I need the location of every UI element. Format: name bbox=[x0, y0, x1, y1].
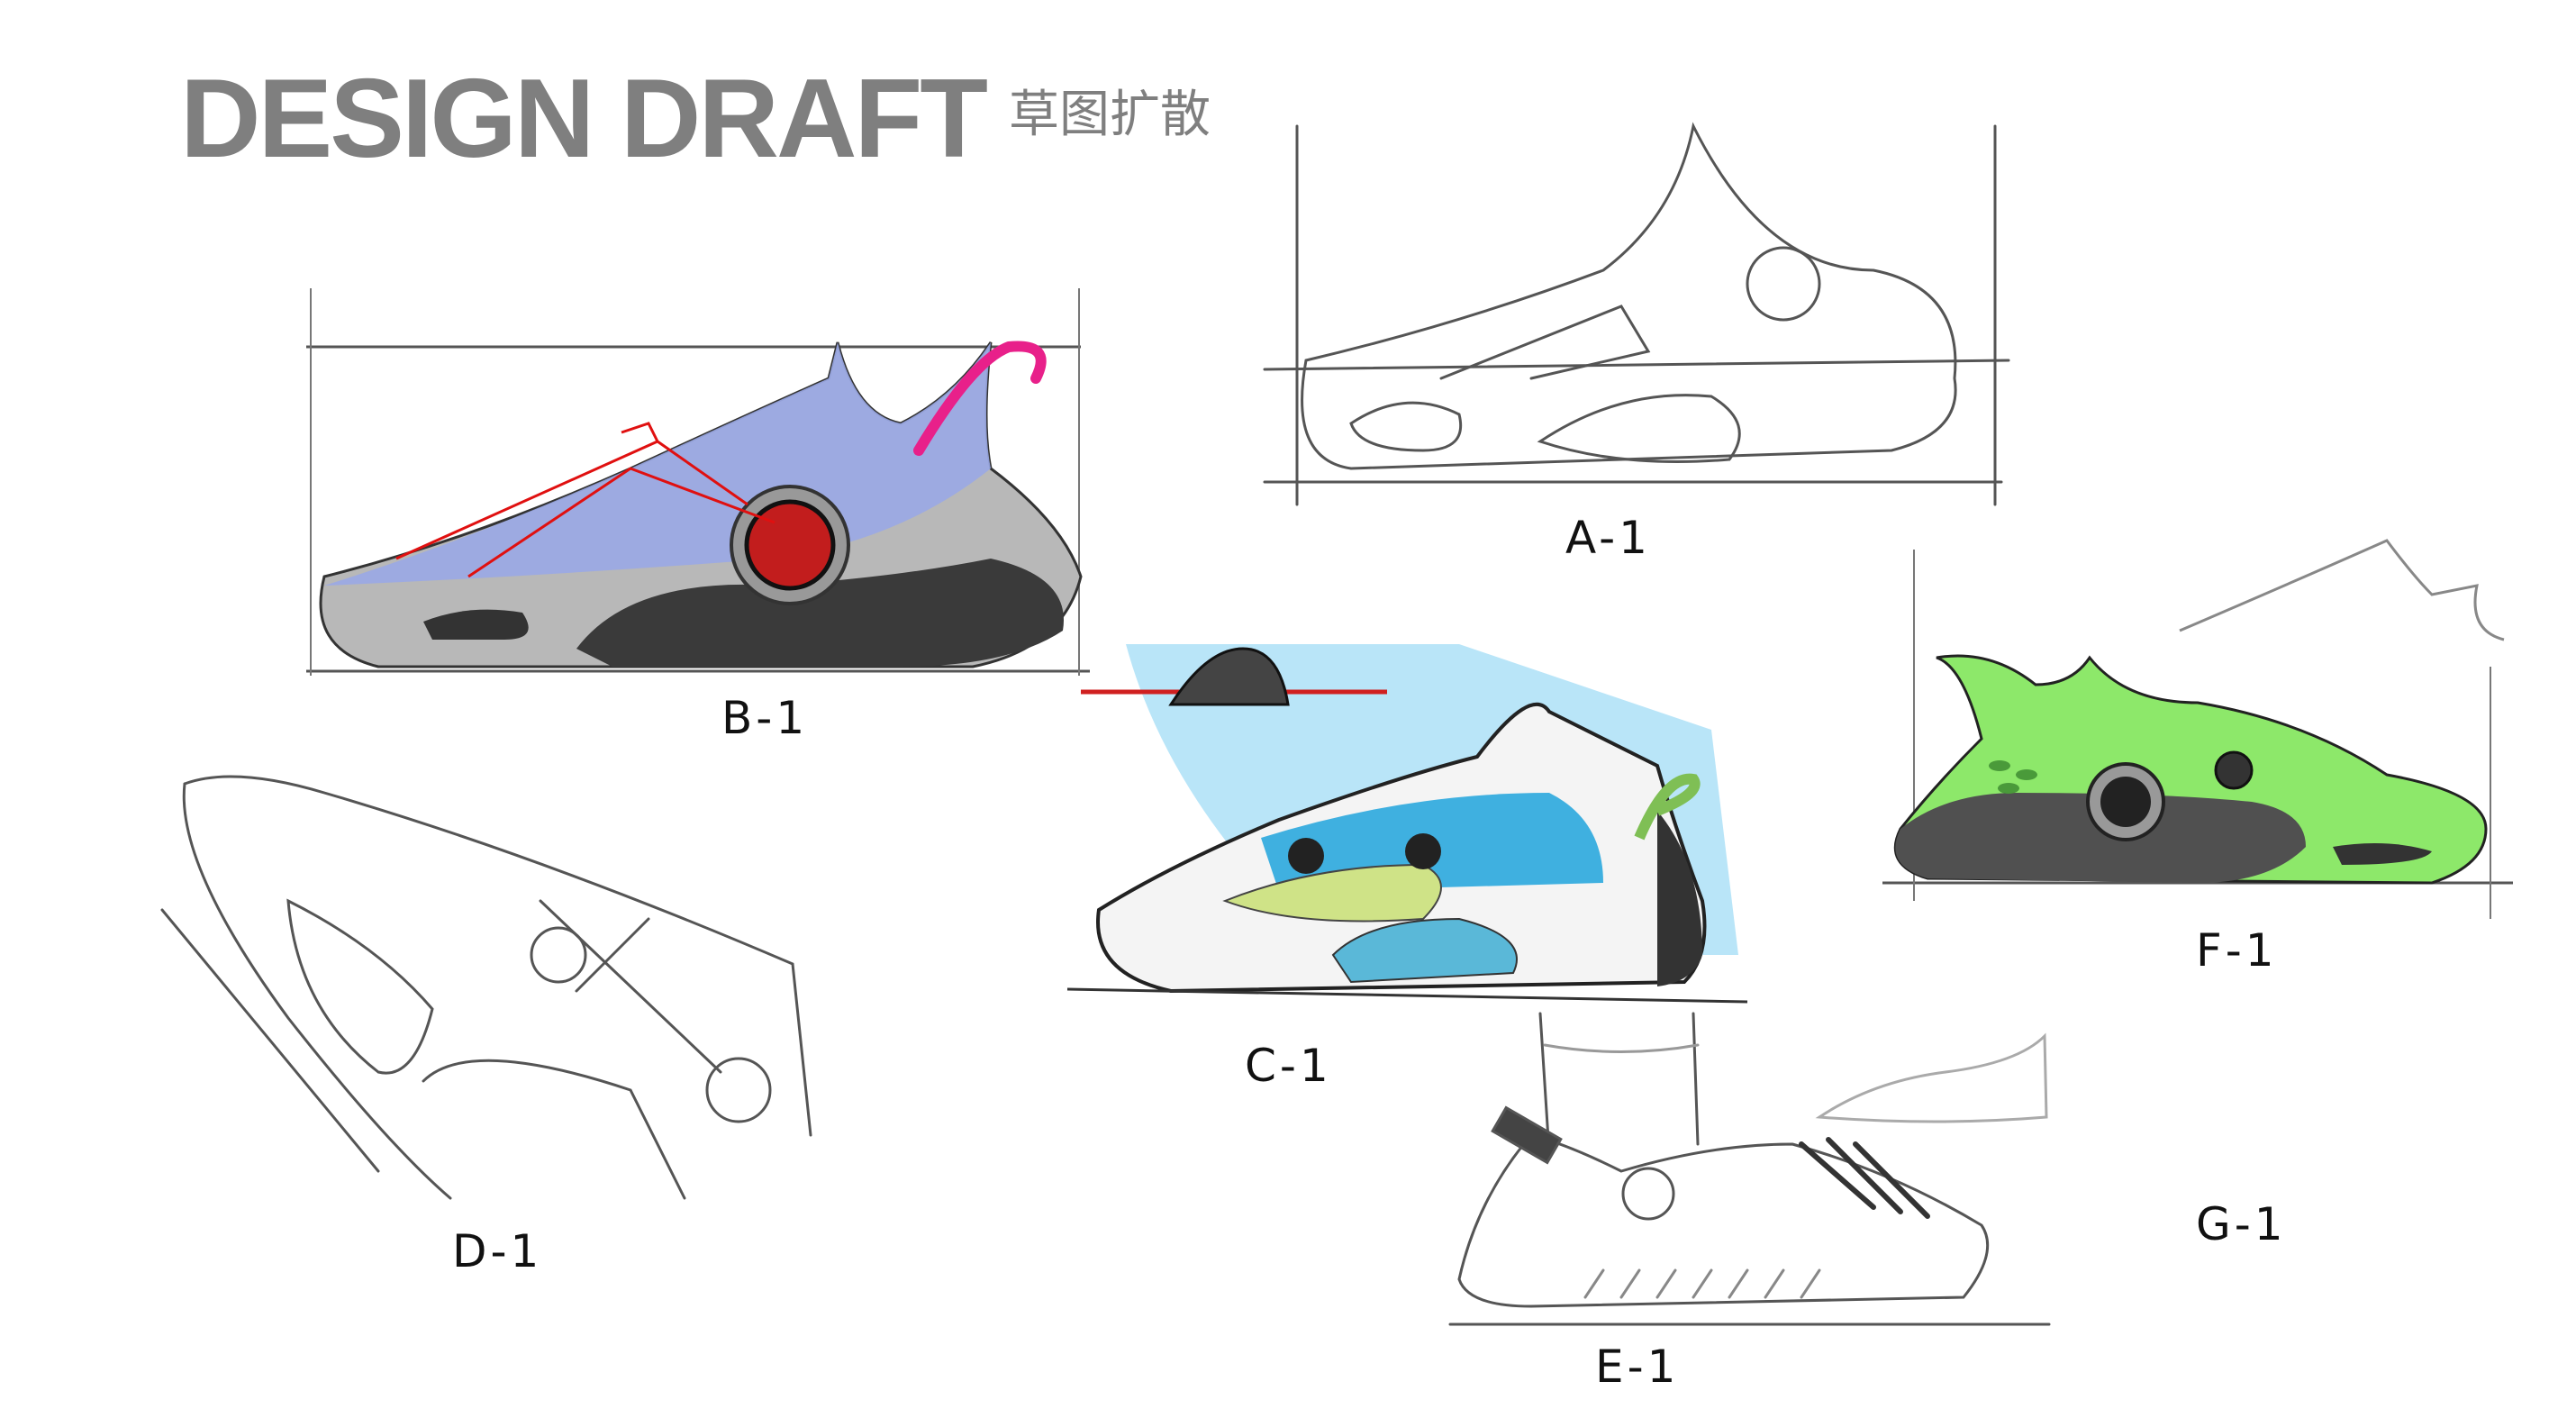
sketch-c1 bbox=[1066, 644, 1748, 1004]
page-title: DESIGN DRAFT bbox=[180, 57, 988, 181]
sketch-b1 bbox=[306, 288, 1090, 676]
sketch-label-a1: A-1 bbox=[1565, 512, 1651, 564]
sketch-label-b1: B-1 bbox=[721, 692, 809, 744]
sketch-d1 bbox=[160, 775, 812, 1200]
sketch-label-f1: F-1 bbox=[2196, 924, 2278, 977]
sketch-a1 bbox=[1263, 122, 2010, 506]
page-subtitle: 草图扩散 bbox=[1009, 86, 1211, 144]
sketch-label-e1: E-1 bbox=[1595, 1341, 1680, 1393]
sketch-label-g1: G-1 bbox=[2196, 1198, 2287, 1250]
sketch-f1 bbox=[1882, 539, 2513, 919]
sketch-e1 bbox=[1448, 1012, 2051, 1326]
sketch-label-c1: C-1 bbox=[1245, 1040, 1332, 1092]
sketch-label-d1: D-1 bbox=[452, 1225, 543, 1277]
